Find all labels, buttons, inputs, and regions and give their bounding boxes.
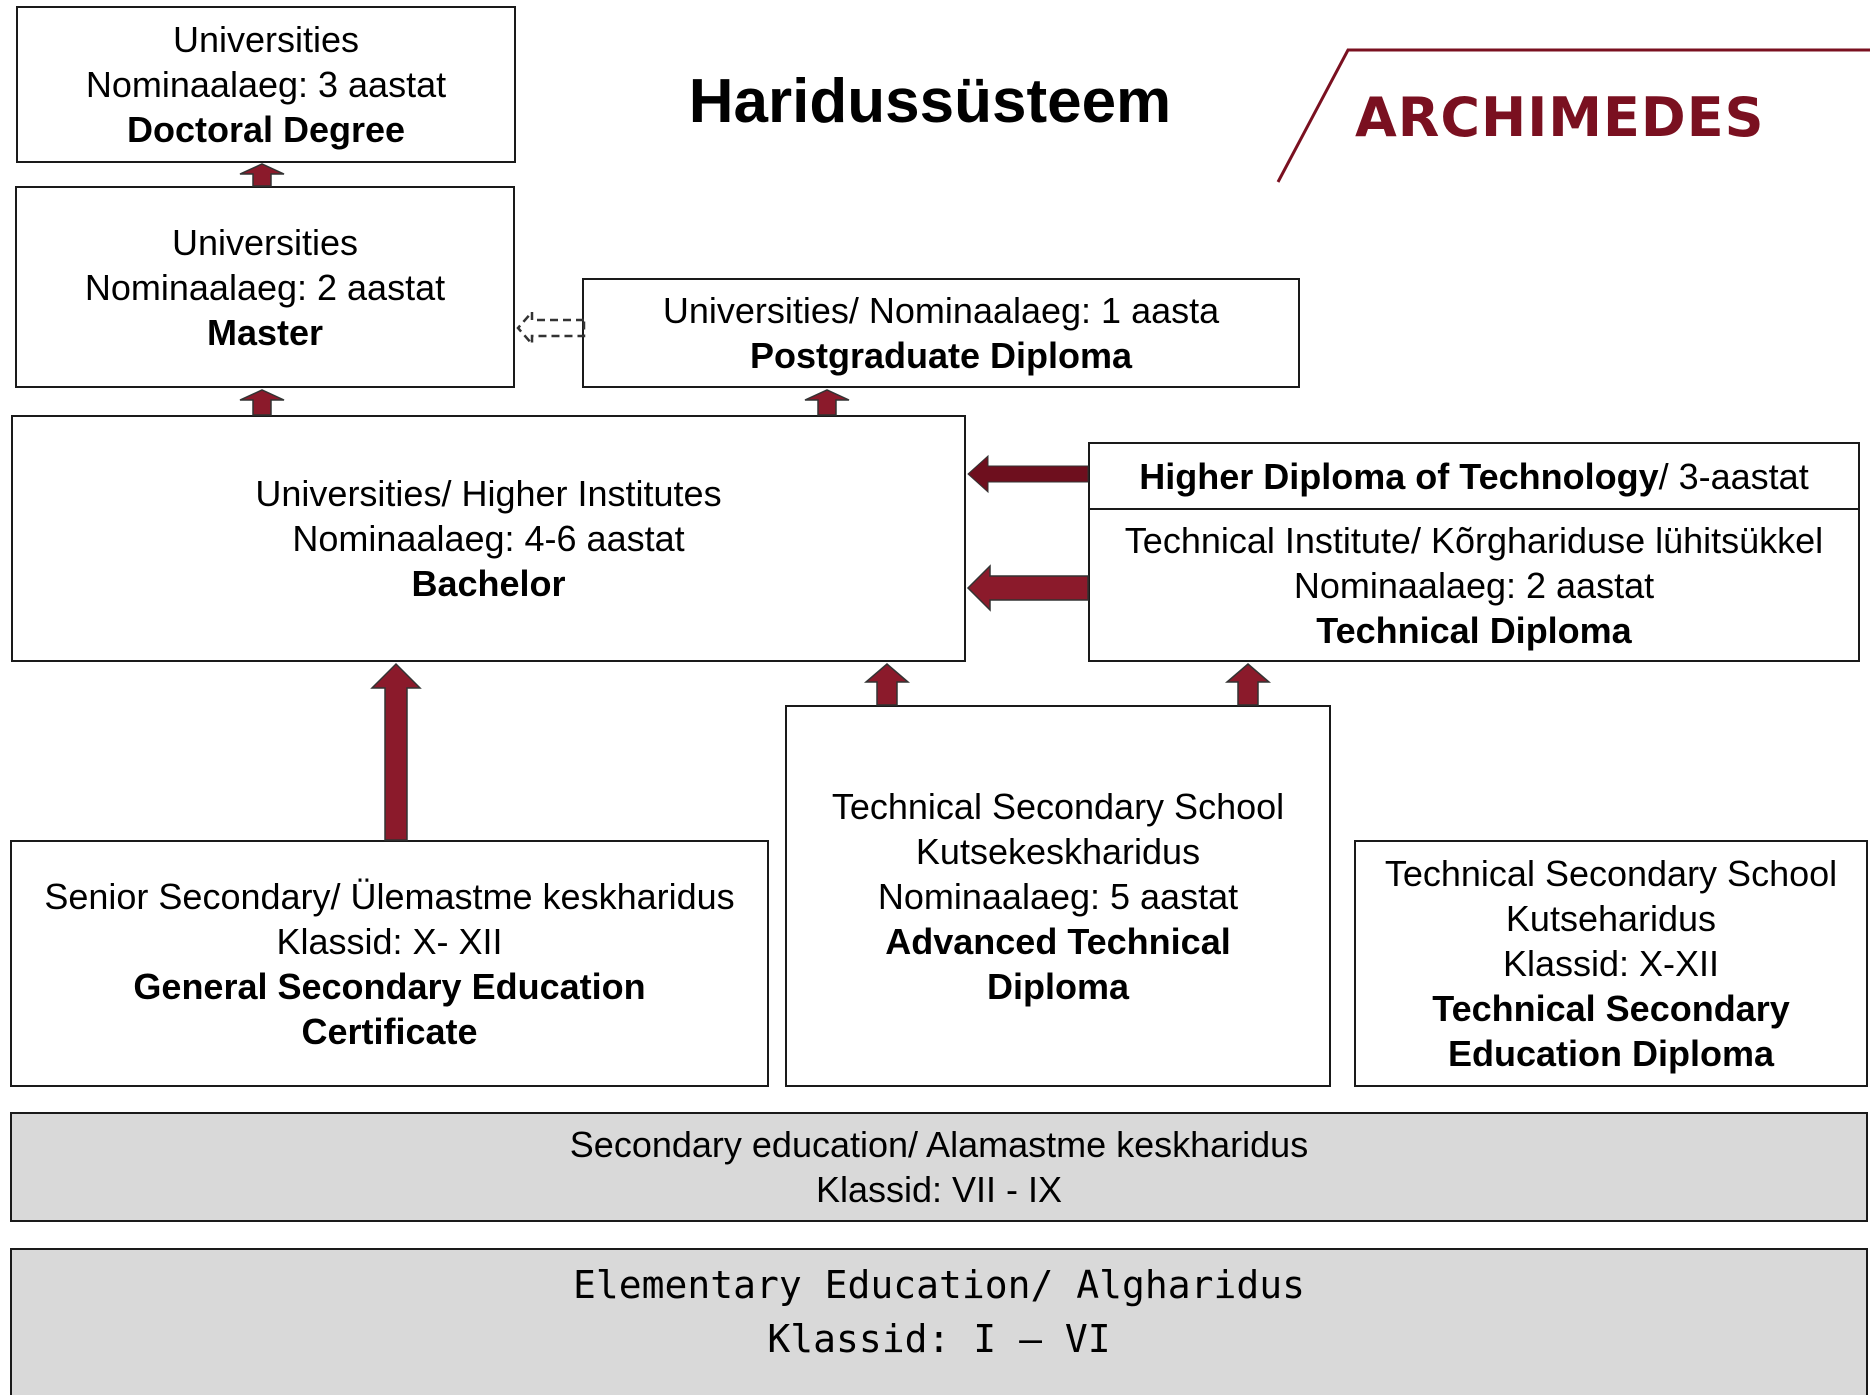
technical-diploma-duration: Nominaalaeg: 2 aastat xyxy=(1293,564,1655,606)
doctoral-degree-box: Universities Nominaalaeg: 3 aastat Docto… xyxy=(16,6,516,163)
advanced-technical-degree-line1: Advanced Technical xyxy=(885,920,1231,962)
arrow-up-master-doctoral xyxy=(239,163,285,187)
technical-diploma-label: Technical Diploma xyxy=(1316,609,1632,651)
arrow-up-bachelor-postgrad xyxy=(804,389,850,416)
advanced-technical-box: Technical Secondary School Kutsekeskhari… xyxy=(785,705,1331,1087)
technical-secondary-grades: Klassid: X-XII xyxy=(1502,943,1720,984)
master-degree-label: Master xyxy=(206,311,324,353)
bachelor-box: Universities/ Higher Institutes Nominaal… xyxy=(11,415,966,662)
page-title: Haridussüsteem xyxy=(688,67,1172,136)
advanced-technical-type: Kutsekeskharidus xyxy=(915,830,1201,872)
technical-institute-label: Technical Institute/ Kõrghariduse lühits… xyxy=(1124,519,1824,561)
elementary-education-grades: Klassid: I – VI xyxy=(767,1317,1111,1361)
general-secondary-certificate-line2: Certificate xyxy=(301,1010,478,1052)
senior-secondary-grades: Klassid: X- XII xyxy=(276,920,503,962)
secondary-education-label: Secondary education/ Alamastme keskharid… xyxy=(569,1124,1309,1165)
technical-secondary-box: Technical Secondary School Kutseharidus … xyxy=(1354,840,1868,1087)
bachelor-institution: Universities/ Higher Institutes xyxy=(255,473,722,514)
arrow-up-senior-secondary-bachelor xyxy=(370,662,422,841)
higher-diploma-duration: / 3-aastat xyxy=(1658,455,1809,497)
technical-secondary-type: Kutseharidus xyxy=(1505,898,1717,939)
advanced-technical-degree-line2: Diploma xyxy=(986,965,1129,1007)
postgraduate-degree-label: Postgraduate Diploma xyxy=(749,335,1133,376)
doctoral-institution: Universities xyxy=(172,19,360,60)
elementary-education-label: Elementary Education/ Algharidus xyxy=(572,1263,1306,1307)
technical-secondary-school: Technical Secondary School xyxy=(1384,853,1838,894)
advanced-technical-school: Technical Secondary School xyxy=(831,785,1285,827)
doctoral-duration: Nominaalaeg: 3 aastat xyxy=(85,64,447,105)
doctoral-degree-label: Doctoral Degree xyxy=(126,109,406,150)
master-institution: Universities xyxy=(171,221,359,263)
arrow-left-higher-diploma-bachelor xyxy=(967,454,1089,494)
postgraduate-duration: Universities/ Nominaalaeg: 1 aasta xyxy=(662,290,1220,331)
bachelor-degree-label: Bachelor xyxy=(411,563,566,604)
higher-diploma-technology-header: Higher Diploma of Technology/ 3-aastat xyxy=(1090,444,1858,510)
technical-diploma-box: Higher Diploma of Technology/ 3-aastat T… xyxy=(1088,442,1860,662)
logo-slash-icon xyxy=(1276,48,1870,183)
general-secondary-certificate-line1: General Secondary Education xyxy=(133,965,646,1007)
master-box: Universities Nominaalaeg: 2 aastat Maste… xyxy=(15,186,515,388)
bachelor-duration: Nominaalaeg: 4-6 aastat xyxy=(292,518,685,559)
senior-secondary-box: Senior Secondary/ Ülemastme keskharidus … xyxy=(10,840,769,1087)
arrow-dashed-postgrad-master xyxy=(516,308,586,348)
arrow-up-advanced-technical-technical-diploma xyxy=(1224,663,1272,706)
arrow-up-advanced-technical-bachelor xyxy=(863,663,911,706)
arrow-up-bachelor-master xyxy=(239,389,285,416)
master-duration: Nominaalaeg: 2 aastat xyxy=(84,266,446,308)
elementary-education-box: Elementary Education/ Algharidus Klassid… xyxy=(10,1248,1868,1395)
technical-secondary-degree-line2: Education Diploma xyxy=(1447,1033,1775,1074)
secondary-education-box: Secondary education/ Alamastme keskharid… xyxy=(10,1112,1868,1222)
technical-secondary-degree-line1: Technical Secondary xyxy=(1432,988,1790,1029)
arrow-left-technical-diploma-bachelor xyxy=(966,564,1089,612)
higher-diploma-label: Higher Diploma of Technology xyxy=(1139,455,1659,497)
postgraduate-diploma-box: Universities/ Nominaalaeg: 1 aasta Postg… xyxy=(582,278,1300,388)
secondary-education-grades: Klassid: VII - IX xyxy=(815,1169,1063,1210)
logo-text: ARCHIMEDES xyxy=(1355,86,1765,149)
advanced-technical-duration: Nominaalaeg: 5 aastat xyxy=(877,875,1239,917)
senior-secondary-label: Senior Secondary/ Ülemastme keskharidus xyxy=(44,875,735,917)
